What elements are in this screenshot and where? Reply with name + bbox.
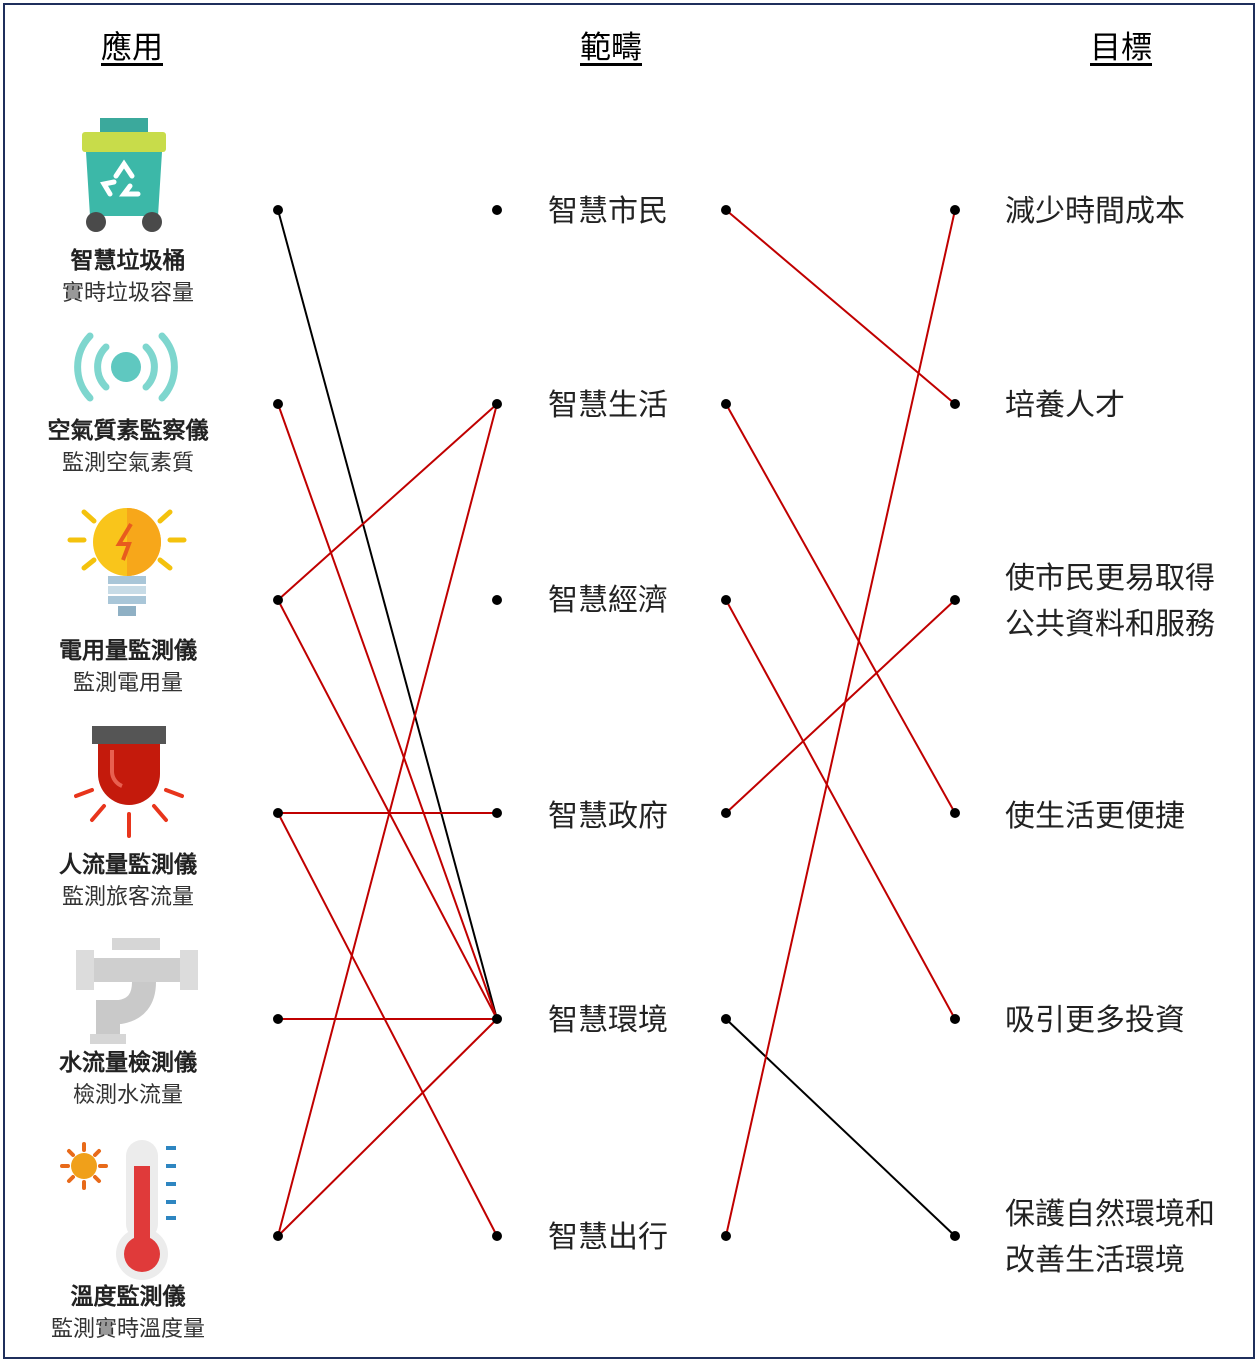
app-desc: 實時垃圾容量	[61, 281, 194, 306]
app-name: 溫度監測儀	[70, 1284, 186, 1310]
app-item-smart-bin: 智慧垃圾桶 實時垃圾容量	[28, 244, 228, 310]
goal-connector-dot	[950, 1014, 960, 1024]
link-category-to-goal	[725, 209, 956, 1237]
goal-line: 吸引更多投資	[1005, 1003, 1185, 1038]
goal-line: 保護自然環境和	[1005, 1197, 1215, 1232]
header-apps: 應用	[101, 30, 163, 66]
lightbulb-icon	[67, 508, 187, 616]
goal-connector-dot	[950, 808, 960, 818]
category-smart-living: 智慧生活	[548, 388, 668, 423]
diagram-frame	[3, 3, 1255, 1359]
app-desc: 監測實時溫度量	[50, 1317, 205, 1342]
link-app-to-category	[277, 812, 498, 1237]
link-category-to-goal	[725, 1018, 956, 1237]
category-left-dot	[492, 399, 502, 409]
app-name: 人流量監測儀	[59, 852, 197, 878]
goal-convenient-life: 使生活更便捷	[1005, 794, 1185, 840]
app-name: 智慧垃圾桶	[70, 248, 186, 274]
app-desc: 監測旅客流量	[61, 885, 194, 910]
category-right-dot	[721, 1231, 731, 1241]
link-category-to-goal	[725, 403, 956, 814]
link-category-to-goal	[725, 599, 956, 1020]
goal-attract-investment: 吸引更多投資	[1005, 998, 1185, 1044]
app-connector-dot	[273, 808, 283, 818]
category-smart-mobility: 智慧出行	[548, 1220, 668, 1255]
category-right-dot	[721, 595, 731, 605]
goal-line: 公共資料和服務	[1005, 607, 1215, 642]
app-desc: 監測電用量	[72, 671, 183, 696]
goal-protect-environment: 保護自然環境和 改善生活環境	[1005, 1192, 1215, 1284]
header-categories: 範疇	[580, 30, 642, 66]
app-connector-dot	[273, 1014, 283, 1024]
goal-connector-dot	[950, 399, 960, 409]
app-name: 空氣質素監察儀	[47, 418, 209, 444]
category-smart-citizen: 智慧市民	[548, 194, 668, 229]
app-connector-dot	[273, 595, 283, 605]
app-item-people-flow: 人流量監測儀 監測旅客流量	[28, 848, 228, 914]
goal-line: 培養人才	[1005, 388, 1125, 423]
link-app-to-category	[277, 403, 498, 1237]
app-desc: 監測空氣素質	[61, 451, 194, 476]
category-smart-environment: 智慧環境	[548, 1003, 668, 1038]
link-app-to-category	[277, 209, 498, 1020]
category-right-dot	[721, 808, 731, 818]
category-left-dot	[492, 205, 502, 215]
alarm-light-icon	[74, 726, 184, 838]
category-smart-economy: 智慧經濟	[548, 583, 668, 618]
category-right-dot	[721, 399, 731, 409]
goal-line: 改善生活環境	[1005, 1243, 1185, 1278]
goal-line: 使市民更易取得	[1005, 561, 1215, 596]
app-connector-dot	[273, 1231, 283, 1241]
goal-line: 減少時間成本	[1005, 194, 1185, 229]
app-item-water-flow: 水流量檢測儀 檢測水流量	[28, 1046, 228, 1112]
app-connector-dot	[273, 399, 283, 409]
app-item-air-quality: 空氣質素監察儀 監測空氣素質	[28, 414, 228, 480]
goal-connector-dot	[950, 1231, 960, 1241]
app-name: 水流量檢測儀	[59, 1050, 197, 1076]
goal-line: 使生活更便捷	[1005, 799, 1185, 834]
goal-public-data-access: 使市民更易取得 公共資料和服務	[1005, 556, 1215, 648]
link-category-to-goal	[725, 209, 956, 405]
goal-reduce-time-cost: 減少時間成本	[1005, 189, 1185, 235]
water-pipe-icon	[76, 938, 198, 1044]
link-category-to-goal	[725, 599, 956, 814]
link-app-to-category	[277, 1018, 498, 1237]
app-item-temperature: 溫度監測儀 監測實時溫度量	[28, 1280, 228, 1346]
header-goals: 目標	[1090, 30, 1152, 66]
category-left-dot	[492, 595, 502, 605]
link-app-to-category	[277, 599, 498, 1020]
category-left-dot	[492, 1231, 502, 1241]
link-app-to-category	[277, 403, 498, 1020]
goal-connector-dot	[950, 595, 960, 605]
app-name: 電用量監測儀	[59, 638, 197, 664]
category-left-dot	[492, 1014, 502, 1024]
category-right-dot	[721, 1014, 731, 1024]
link-app-to-category	[277, 403, 498, 601]
recycle-bin-icon	[82, 118, 166, 232]
category-right-dot	[721, 205, 731, 215]
category-smart-government: 智慧政府	[548, 799, 668, 834]
app-desc: 檢測水流量	[72, 1083, 183, 1108]
app-item-electricity: 電用量監測儀 監測電用量	[28, 634, 228, 700]
goal-nurture-talent: 培養人才	[1005, 383, 1125, 429]
goal-connector-dot	[950, 205, 960, 215]
air-sensor-icon	[74, 332, 178, 402]
thermometer-icon	[60, 1140, 176, 1280]
app-connector-dot	[273, 205, 283, 215]
category-left-dot	[492, 808, 502, 818]
